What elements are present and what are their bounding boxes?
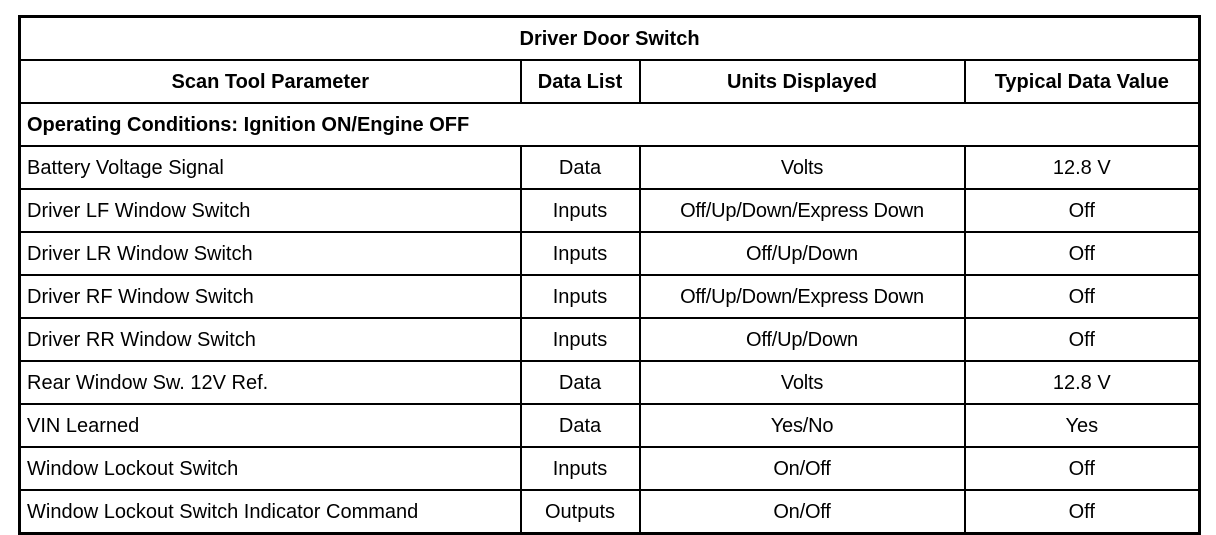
column-header-units-displayed: Units Displayed: [638, 59, 966, 104]
cell-units: Volts: [638, 145, 966, 190]
cell-units: Off/Up/Down/Express Down: [638, 188, 966, 233]
column-header-typical-data-value: Typical Data Value: [963, 59, 1201, 104]
table-header-row: Scan Tool Parameter Data List Units Disp…: [18, 59, 1201, 104]
table-row: Driver RF Window Switch Inputs Off/Up/Do…: [18, 274, 1201, 319]
cell-parameter: Window Lockout Switch Indicator Command: [18, 489, 522, 535]
table-row: VIN Learned Data Yes/No Yes: [18, 403, 1201, 448]
table-row: Window Lockout Switch Indicator Command …: [18, 489, 1201, 535]
table-row: Driver RR Window Switch Inputs Off/Up/Do…: [18, 317, 1201, 362]
table-row: Window Lockout Switch Inputs On/Off Off: [18, 446, 1201, 491]
cell-units: On/Off: [638, 446, 966, 491]
cell-units: Off/Up/Down: [638, 231, 966, 276]
table-body: Driver Door Switch Scan Tool Parameter D…: [18, 15, 1201, 535]
scan-tool-data-table: Driver Door Switch Scan Tool Parameter D…: [18, 15, 1202, 535]
cell-data-list: Inputs: [519, 231, 641, 276]
cell-parameter: VIN Learned: [18, 403, 522, 448]
cell-parameter: Driver LF Window Switch: [18, 188, 522, 233]
cell-typical-value: Off: [963, 446, 1201, 491]
table-title-row: Driver Door Switch: [18, 15, 1201, 61]
cell-units: Volts: [638, 360, 966, 405]
cell-typical-value: 12.8 V: [963, 145, 1201, 190]
cell-parameter: Driver RF Window Switch: [18, 274, 522, 319]
operating-conditions-row: Operating Conditions: Ignition ON/Engine…: [18, 102, 1201, 147]
table-row: Driver LF Window Switch Inputs Off/Up/Do…: [18, 188, 1201, 233]
column-header-scan-tool-parameter: Scan Tool Parameter: [18, 59, 522, 104]
cell-data-list: Inputs: [519, 446, 641, 491]
cell-typical-value: Off: [963, 274, 1201, 319]
table-row: Battery Voltage Signal Data Volts 12.8 V: [18, 145, 1201, 190]
cell-typical-value: 12.8 V: [963, 360, 1201, 405]
cell-parameter: Battery Voltage Signal: [18, 145, 522, 190]
table-row: Driver LR Window Switch Inputs Off/Up/Do…: [18, 231, 1201, 276]
cell-typical-value: Off: [963, 231, 1201, 276]
cell-typical-value: Off: [963, 317, 1201, 362]
cell-parameter: Driver LR Window Switch: [18, 231, 522, 276]
cell-data-list: Outputs: [519, 489, 641, 535]
cell-units: Off/Up/Down/Express Down: [638, 274, 966, 319]
table-title: Driver Door Switch: [18, 15, 1201, 61]
cell-typical-value: Yes: [963, 403, 1201, 448]
cell-parameter: Driver RR Window Switch: [18, 317, 522, 362]
cell-data-list: Data: [519, 145, 641, 190]
cell-parameter: Rear Window Sw. 12V Ref.: [18, 360, 522, 405]
column-header-data-list: Data List: [519, 59, 641, 104]
operating-conditions-label: Operating Conditions: Ignition ON/Engine…: [18, 102, 1201, 147]
cell-data-list: Inputs: [519, 188, 641, 233]
cell-units: Off/Up/Down: [638, 317, 966, 362]
cell-data-list: Data: [519, 403, 641, 448]
cell-units: Yes/No: [638, 403, 966, 448]
cell-data-list: Inputs: [519, 274, 641, 319]
spec-sheet: Driver Door Switch Scan Tool Parameter D…: [18, 15, 1202, 535]
cell-typical-value: Off: [963, 489, 1201, 535]
cell-typical-value: Off: [963, 188, 1201, 233]
cell-units: On/Off: [638, 489, 966, 535]
cell-data-list: Data: [519, 360, 641, 405]
cell-parameter: Window Lockout Switch: [18, 446, 522, 491]
table-row: Rear Window Sw. 12V Ref. Data Volts 12.8…: [18, 360, 1201, 405]
cell-data-list: Inputs: [519, 317, 641, 362]
